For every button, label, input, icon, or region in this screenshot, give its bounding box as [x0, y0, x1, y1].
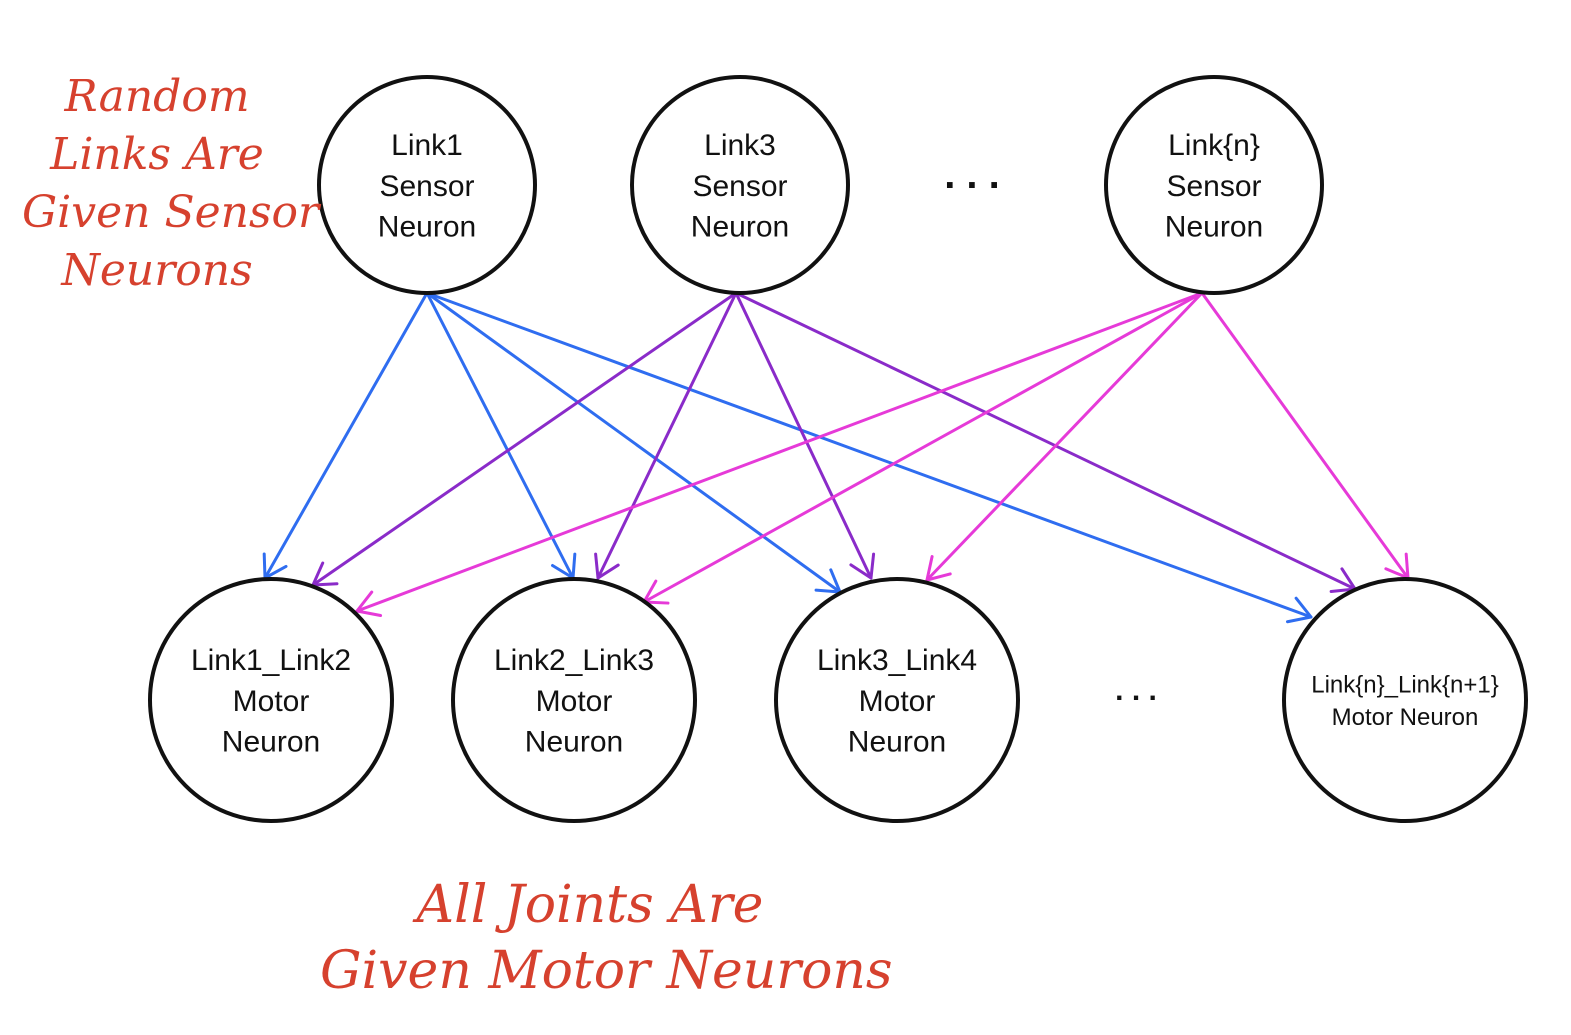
neuron-label-line: Motor	[233, 685, 310, 718]
edge-sn-to-m34	[925, 291, 1204, 582]
arrowhead-icon	[925, 555, 952, 582]
neuron-circle	[148, 577, 394, 823]
sensor-annotation-line: Neurons	[61, 245, 253, 296]
neuron-label-line: Link{n}_Link{n+1}	[1311, 671, 1499, 698]
arrowhead-icon	[594, 552, 620, 580]
arrowhead-icon	[355, 590, 383, 618]
sensor-ellipsis: . . .	[944, 153, 1000, 197]
edge-s1-to-m23	[425, 291, 577, 580]
edge-line	[1200, 291, 1410, 580]
edge-line	[263, 291, 429, 580]
neuron-label-line: Neuron	[222, 726, 320, 759]
sensor-annotation-line: Random	[64, 71, 250, 122]
nodes-layer: Link1SensorNeuronLink3SensorNeuronLink{n…	[148, 75, 1528, 823]
edge-s1-to-m12	[262, 291, 429, 580]
neuron-label-line: Link3_Link4	[817, 644, 977, 677]
edge-s1-to-mn	[425, 291, 1313, 624]
edge-line	[734, 291, 873, 580]
neuron-circle	[630, 75, 850, 295]
edge-sn-to-m23	[642, 291, 1204, 605]
neuron-label-line: Neuron	[691, 211, 789, 244]
neuron-label-line: Link1_Link2	[191, 644, 351, 677]
edges-layer	[262, 291, 1410, 624]
edge-line	[425, 291, 842, 594]
neuron-label-line: Sensor	[379, 170, 474, 203]
sensor-annotation-line: Given Sensor	[22, 187, 320, 238]
sensor-annotation: Random Links Are Given Sensor Neurons	[22, 68, 320, 300]
edge-line	[425, 291, 575, 580]
neuron-circle	[774, 577, 1020, 823]
neuron-circle	[1104, 75, 1324, 295]
neuron-circle	[1282, 577, 1528, 823]
edge-line	[355, 291, 1204, 613]
edge-s3-to-m12	[311, 291, 738, 587]
motor-annotation: All Joints Are Given Motor Neurons	[320, 872, 893, 1004]
arrowhead-icon	[1285, 596, 1313, 624]
neuron-label-line: Motor	[859, 685, 936, 718]
neuron-label-line: Link2_Link3	[494, 644, 654, 677]
neuron-circle	[317, 75, 537, 295]
motor-annotation-line: All Joints Are	[416, 875, 764, 935]
neuron-label-line: Link3	[704, 129, 776, 162]
edge-line	[734, 291, 1357, 591]
edge-s3-to-m23	[594, 291, 738, 580]
neuron-label-line: Motor	[536, 685, 613, 718]
arrowhead-icon	[849, 552, 876, 580]
sensor-annotation-line: Links Are	[50, 129, 264, 180]
neuron-label-line: Neuron	[378, 211, 476, 244]
edge-s3-to-mn	[734, 291, 1357, 593]
edge-s3-to-m34	[734, 291, 876, 580]
neuron-circle	[451, 577, 697, 823]
edge-line	[596, 291, 738, 580]
neuron-label-line: Link{n}	[1168, 129, 1260, 162]
neuron-label-line: Link1	[391, 129, 463, 162]
motor-neuron-mn: Link{n}_Link{n+1} Motor Neuron	[1282, 577, 1528, 823]
edge-line	[642, 291, 1204, 604]
edge-line	[425, 291, 1313, 619]
neuron-label-line: Motor Neuron	[1332, 704, 1479, 731]
edge-line	[311, 291, 738, 587]
motor-annotation-line: Given Motor Neurons	[320, 941, 893, 1001]
neuron-label-line: Neuron	[1165, 211, 1263, 244]
neuron-label-line: Sensor	[692, 170, 787, 203]
motor-ellipsis: . . .	[1115, 674, 1157, 707]
neuron-label-line: Neuron	[525, 726, 623, 759]
edge-line	[925, 291, 1204, 582]
neuron-label-line: Sensor	[1166, 170, 1261, 203]
neuron-label-line: Neuron	[848, 726, 946, 759]
edge-sn-to-m12	[355, 291, 1204, 618]
edge-sn-to-mn	[1200, 291, 1410, 580]
edge-s1-to-m34	[425, 291, 842, 594]
